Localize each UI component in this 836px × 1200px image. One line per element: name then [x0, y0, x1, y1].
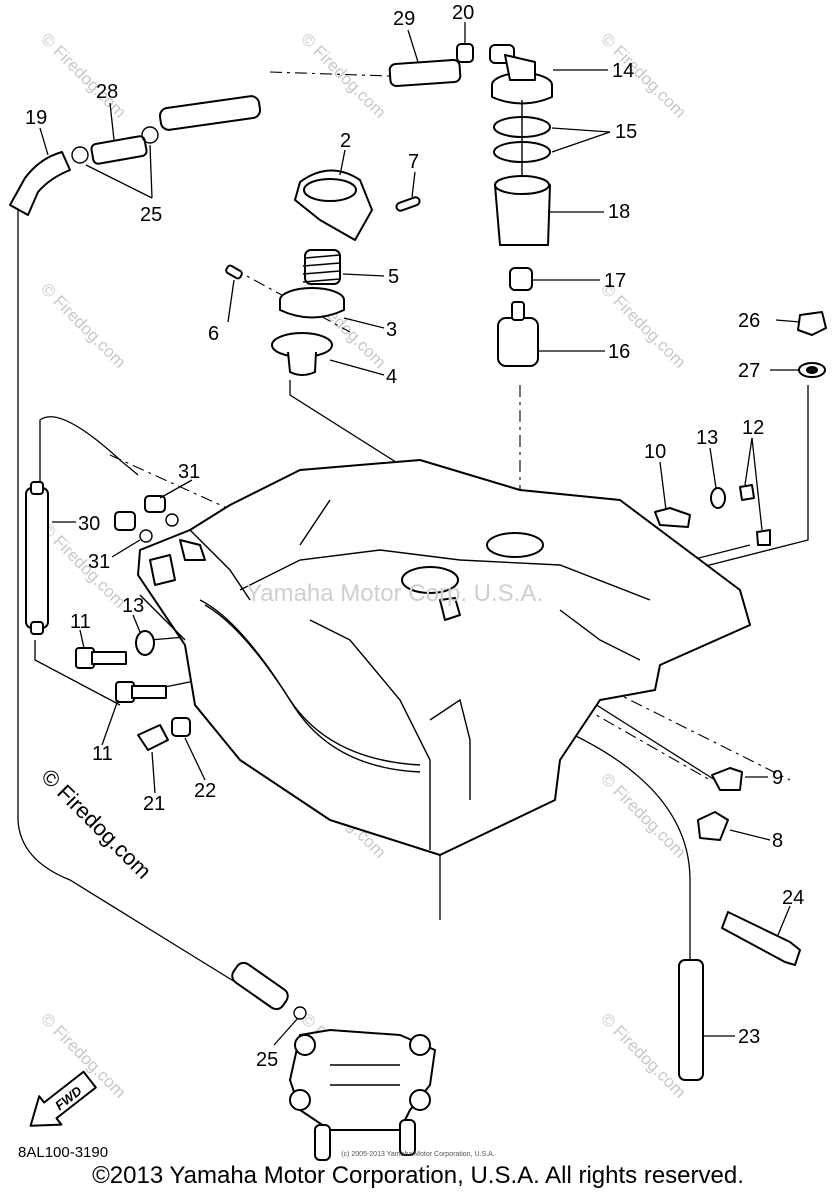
callout-17: 17	[604, 270, 626, 292]
callout-14: 14	[612, 60, 634, 82]
callout-19: 19	[25, 107, 47, 129]
callout-27: 27	[738, 360, 760, 382]
watermark: © Firedog.com	[37, 279, 129, 371]
spring-5	[302, 249, 341, 285]
callout-labels: 29 20 14 28 19 15 25 2 7 18 5 17 6 3 26 …	[25, 2, 804, 1071]
callout-18: 18	[608, 201, 630, 223]
cap-2	[294, 169, 373, 241]
fuel-tank	[137, 459, 751, 856]
part-17	[509, 267, 533, 291]
callout-25: 25	[256, 1049, 278, 1071]
callout-13: 13	[696, 427, 718, 449]
joint-28	[71, 126, 159, 165]
pin-7	[395, 196, 421, 212]
part-16	[497, 301, 539, 367]
hose-29	[388, 58, 462, 88]
callout-3: 3	[386, 319, 397, 341]
callout-25: 25	[140, 204, 162, 226]
clamp-31	[114, 495, 179, 543]
part-8	[697, 811, 729, 841]
watermark: © Firedog.com	[597, 769, 689, 861]
callout-15: 15	[615, 121, 637, 143]
flange-4	[271, 332, 333, 376]
nut-26	[797, 311, 827, 336]
callout-24: 24	[782, 887, 804, 909]
fwd-arrow-icon: FWD	[29, 1070, 97, 1127]
small-copyright: (c) 2005-2013 Yamaha Motor Corporation, …	[341, 1151, 495, 1158]
part-code: 8AL100-3190	[18, 1144, 109, 1161]
callout-12: 12	[742, 417, 764, 439]
callout-8: 8	[772, 830, 783, 852]
screw-9	[711, 767, 743, 791]
callout-21: 21	[143, 793, 165, 815]
callout-31: 31	[88, 551, 110, 573]
hose-lower	[231, 961, 307, 1020]
screw-10	[654, 507, 691, 528]
callout-11: 11	[70, 611, 91, 633]
hose-23	[678, 959, 704, 1081]
callout-leaders	[39, 22, 801, 1046]
callout-20: 20	[452, 2, 474, 24]
callout-7: 7	[408, 151, 419, 173]
callout-28: 28	[96, 81, 118, 103]
overlay-watermark: Yamaha Motor Corp. U.S.A.	[246, 580, 543, 607]
callout-2: 2	[340, 130, 351, 152]
bolt-11	[75, 647, 167, 703]
callout-13: 13	[122, 595, 144, 617]
copyright-caption: ©2013 Yamaha Motor Corporation, U.S.A. A…	[92, 1162, 744, 1189]
rings-15	[493, 100, 551, 175]
fuel-pump-assembly	[289, 1029, 436, 1161]
clamp-22	[171, 717, 191, 737]
callout-5: 5	[388, 266, 399, 288]
hose-19	[9, 151, 71, 216]
watermark: © Firedog.com	[37, 29, 129, 121]
part-21	[137, 724, 169, 751]
callout-16: 16	[608, 341, 630, 363]
callout-11: 11	[92, 743, 113, 765]
callout-29: 29	[393, 8, 415, 30]
callout-4: 4	[386, 366, 397, 388]
watermark: © Firedog.com	[597, 1009, 689, 1101]
pin-6	[225, 264, 243, 280]
clip-12	[739, 484, 771, 546]
hose-30	[25, 481, 49, 635]
callout-31: 31	[178, 461, 200, 483]
pump-top-14	[489, 44, 553, 105]
washer-27	[798, 362, 826, 378]
ring-3	[279, 287, 345, 319]
callout-6: 6	[208, 323, 219, 345]
callout-22: 22	[194, 780, 216, 802]
callout-30: 30	[78, 513, 100, 535]
callout-26: 26	[738, 310, 760, 332]
pump-body-18	[494, 175, 551, 246]
callout-9: 9	[772, 767, 783, 789]
callout-10: 10	[644, 441, 666, 463]
clamp-20	[456, 43, 474, 63]
hose-upper	[158, 95, 262, 131]
washer-13	[135, 487, 726, 656]
firedog-label: © Firedog.com	[36, 764, 156, 884]
strap-24	[721, 911, 801, 966]
callout-23: 23	[738, 1026, 760, 1048]
